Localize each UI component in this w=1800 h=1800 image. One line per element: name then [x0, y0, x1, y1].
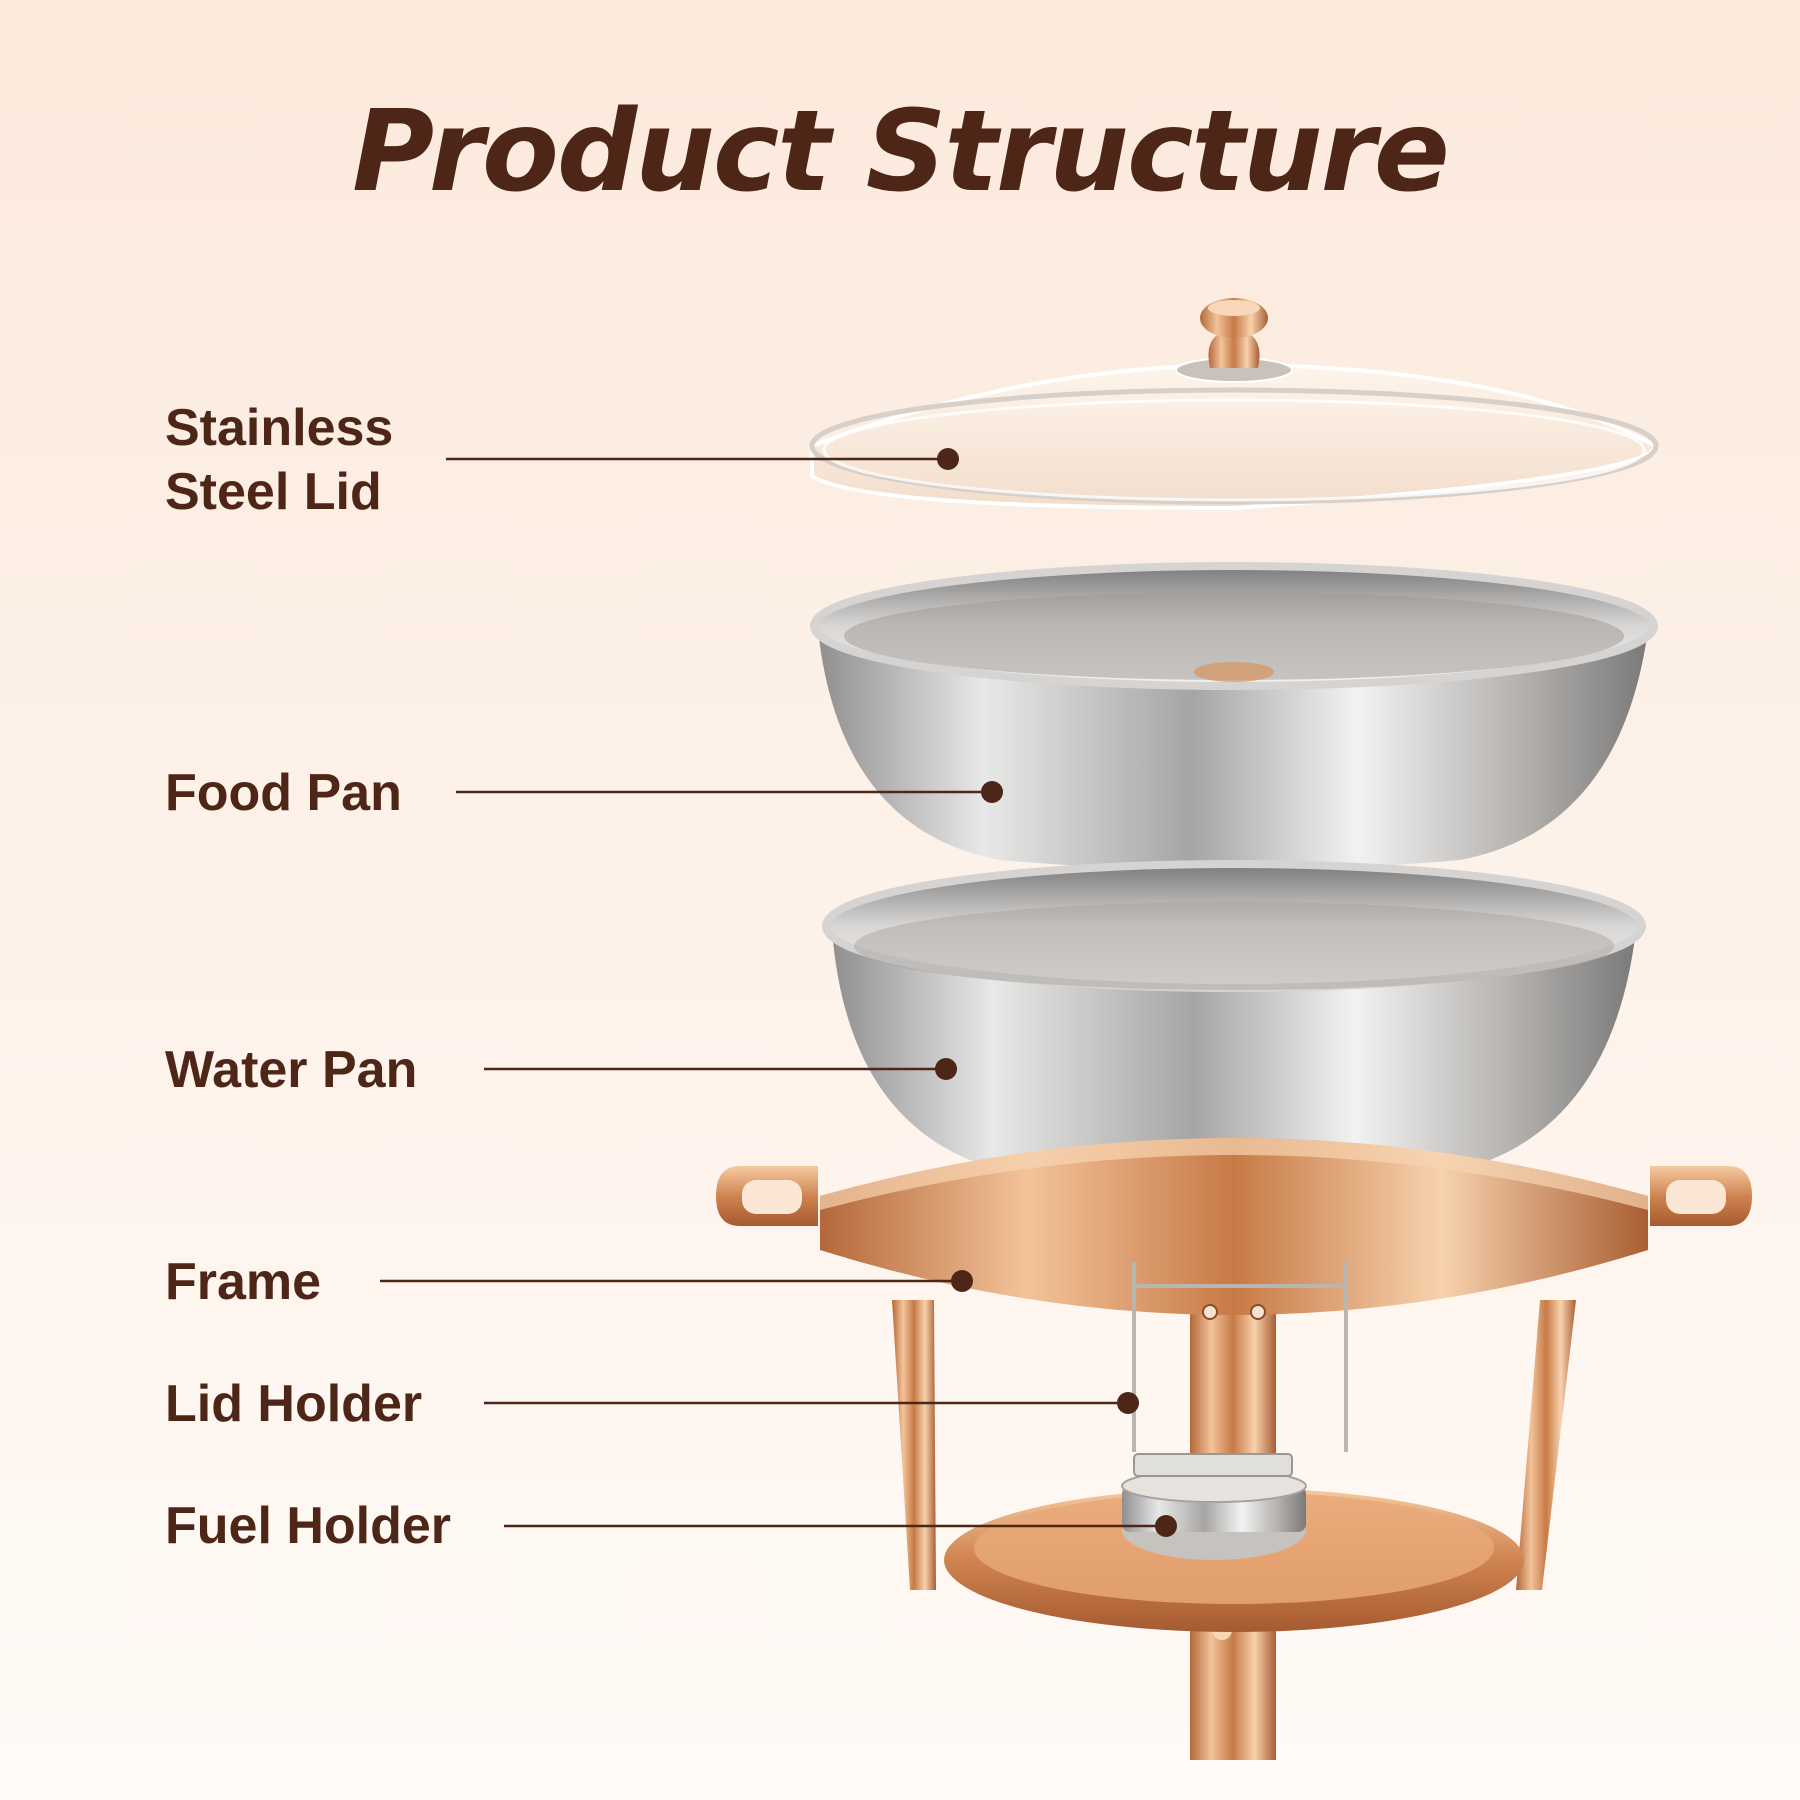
label-lid-holder: Lid Holder	[165, 1375, 423, 1433]
leader-lines	[380, 448, 1177, 1537]
label-stainless-steel-lid: Stainless Steel Lid	[165, 396, 393, 524]
label-food-pan: Food Pan	[165, 764, 402, 822]
label-lid-line-2: Steel Lid	[165, 463, 382, 521]
food-pan-part	[810, 562, 1658, 870]
water-pan-part	[822, 860, 1646, 1188]
label-water-pan: Water Pan	[165, 1041, 418, 1099]
fuel-holder-part	[944, 1453, 1524, 1632]
page-title: Product Structure	[352, 87, 1450, 217]
frame-part	[716, 1138, 1752, 1760]
label-lid-line-1: Stainless	[165, 399, 394, 457]
label-fuel-holder: Fuel Holder	[165, 1497, 452, 1555]
label-frame: Frame	[165, 1253, 322, 1311]
lid-holder-part	[1132, 1262, 1348, 1452]
lid-part	[809, 298, 1659, 511]
